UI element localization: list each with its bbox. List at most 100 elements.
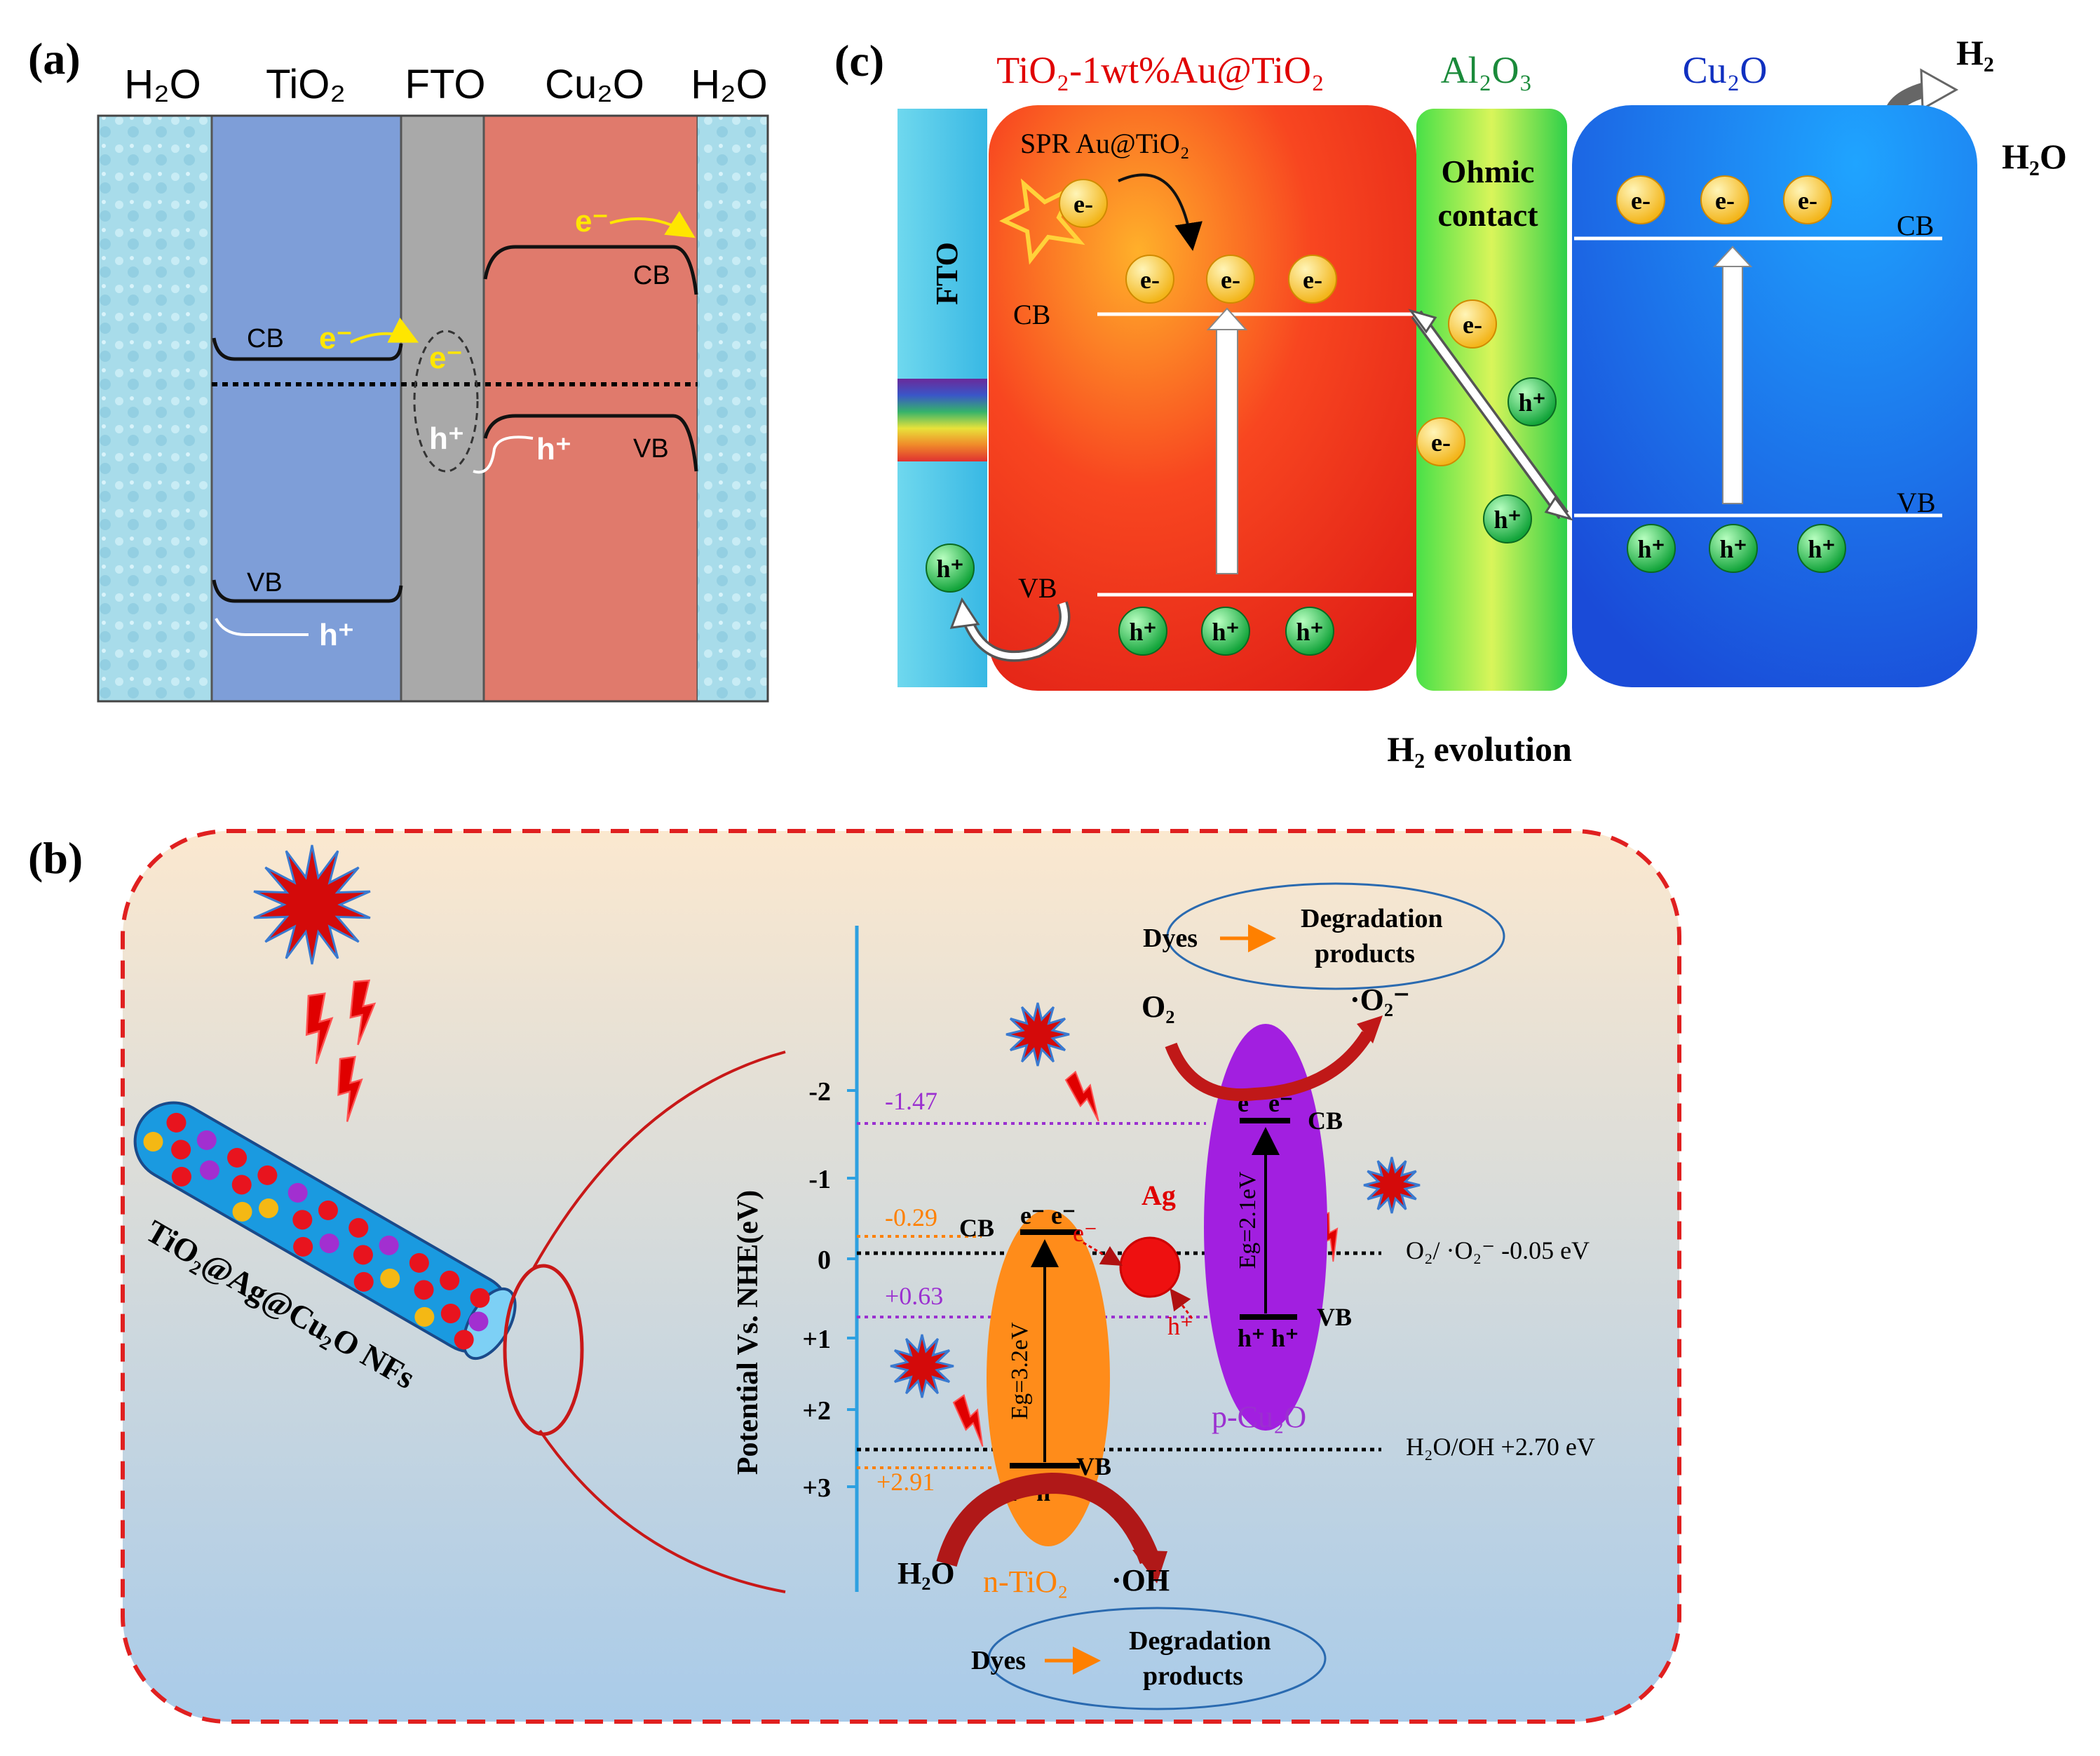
carrier-label: e- <box>1715 187 1735 215</box>
tio2-cb-level: -0.29 <box>885 1203 937 1231</box>
electron-ball: e- <box>1416 417 1465 466</box>
tio2-electrons: e⁻ e⁻ <box>1020 1201 1076 1229</box>
electron-arrow-tio2 <box>350 317 419 344</box>
y-tick-label: -2 <box>808 1077 831 1107</box>
ag-label: Ag <box>1142 1180 1176 1211</box>
nanofiber-particle <box>409 1252 429 1273</box>
carrier-label: h⁺ <box>1212 618 1239 646</box>
tio2-cb-label-b: CB <box>959 1214 994 1242</box>
carrier-label: h⁺ <box>1637 535 1665 563</box>
y-tick-label: +2 <box>802 1396 831 1426</box>
carrier-circle <box>1125 255 1174 304</box>
light-bolt <box>1064 1070 1099 1122</box>
nanofiber-particle <box>470 1288 490 1308</box>
carrier-label: e- <box>1221 266 1240 294</box>
tio2-block <box>210 114 402 703</box>
header-al2o3: Al₂O₃ <box>1441 49 1533 91</box>
carrier-label: h⁺ <box>1129 618 1156 646</box>
electron-fto: e⁻ <box>429 341 463 375</box>
hole-fto: h⁺ <box>429 421 464 456</box>
zoom-line-bottom <box>538 1429 786 1593</box>
o2-ref-label: O₂/ ·O₂⁻ -0.05 eV <box>1406 1236 1590 1264</box>
ag-hole: h⁺ <box>1167 1312 1193 1340</box>
panel-c-carriers: e-e-e-e-e-e-e-e-e-h⁺h⁺h⁺h⁺h⁺h⁺h⁺h⁺h⁺ <box>926 175 1846 656</box>
carrier-circle <box>1448 299 1497 349</box>
carrier-circle <box>1508 377 1557 426</box>
header-h2o-left: H₂O <box>124 62 201 107</box>
nanofiber-particle <box>287 1182 308 1203</box>
cu2o-gap: Eg=2.1eV <box>1235 1171 1261 1269</box>
nanofiber <box>133 1101 517 1360</box>
h2o-reactant: H₂O <box>2002 137 2067 176</box>
hole-ball: h⁺ <box>1483 494 1532 543</box>
carrier-label: h⁺ <box>1719 535 1747 563</box>
hole-path-tio2 <box>215 618 309 636</box>
tio2-cb-line <box>212 337 403 361</box>
y-tick-label: +3 <box>802 1473 831 1503</box>
nanofiber-particle <box>196 1130 217 1150</box>
al2o3-block <box>1416 109 1567 691</box>
nanofiber-particle <box>380 1268 400 1288</box>
cu2o-cb-label-b: CB <box>1308 1107 1343 1135</box>
header-fto: FTO <box>405 62 486 107</box>
zoom-line-top <box>531 1051 786 1270</box>
tio2-au-block <box>989 105 1416 691</box>
carrier-label: e- <box>1431 428 1451 457</box>
cu2o-vb-level: +0.63 <box>885 1282 943 1310</box>
header-tio2-au: TiO₂-1wt%Au@TiO₂ <box>996 49 1325 91</box>
tio2-vb-line <box>212 579 403 603</box>
y-axis-ticks: -2-10+1+2+3 <box>802 1077 857 1503</box>
ag-electron: e⁻ <box>1073 1219 1097 1247</box>
o2-label: O₂ <box>1142 990 1174 1024</box>
carrier-label: h⁺ <box>1296 618 1323 646</box>
light-starburst <box>1005 1002 1070 1067</box>
interface-arrowhead-vb <box>1544 496 1573 521</box>
tio2-au-excitation-arrowhead <box>1206 307 1248 330</box>
hole-ball: h⁺ <box>1508 377 1557 426</box>
light-starbursts <box>253 844 1421 1398</box>
electron-ball: e- <box>1783 175 1832 224</box>
cu2o-vb-label-b: VB <box>1317 1303 1352 1331</box>
nanofiber-particle <box>227 1147 248 1168</box>
tio2-vb-label-b: VB <box>1076 1452 1111 1480</box>
carrier-circle <box>1416 417 1465 466</box>
fto-block <box>400 114 485 703</box>
water-right <box>698 116 768 701</box>
tio2-ellipse <box>987 1210 1110 1546</box>
ohmic-label-2: contact <box>1437 197 1538 233</box>
cu2o-name: p-Cu₂O <box>1212 1400 1306 1434</box>
ag-nanoparticle <box>1119 1236 1181 1298</box>
light-bolts <box>305 979 1339 1447</box>
hole-path-cu2o <box>473 435 534 474</box>
degradation-bottom: Dyes Degradation products <box>971 1607 1327 1710</box>
degradation-bottom-1: Degradation <box>1129 1626 1271 1656</box>
carrier-circle <box>1201 607 1250 656</box>
nanofiber-particle <box>353 1271 374 1292</box>
tio2-name: n-TiO₂ <box>983 1565 1068 1599</box>
nanofiber-particle <box>414 1306 435 1327</box>
cu2o-holes: h⁺ h⁺ <box>1238 1324 1299 1352</box>
tio2-vb-label: VB <box>247 568 283 597</box>
panel-a-label: (a) <box>28 34 81 83</box>
dyes-bottom: Dyes <box>971 1646 1026 1675</box>
panel-c: (c) TiO₂-1wt%Au@TiO₂ Al₂O₃ Cu₂O H₂ H₂O F… <box>834 33 2067 769</box>
panel-c-label: (c) <box>834 36 884 86</box>
nanofiber-particle <box>166 1112 187 1133</box>
light-starburst <box>890 1334 954 1398</box>
tio2-au-excitation-arrow <box>1216 327 1238 574</box>
light-starburst <box>1363 1156 1421 1214</box>
interface-arrowhead-cb <box>1408 309 1437 334</box>
panel-a-frame <box>97 114 769 703</box>
y-tick-label: 0 <box>818 1245 831 1275</box>
hole-ball: h⁺ <box>1709 524 1758 573</box>
cu2o-cb-label: CB <box>633 261 670 290</box>
cu2o-vb-line <box>483 414 698 472</box>
nanofiber-particle <box>379 1235 399 1255</box>
nanofiber-particle <box>257 1165 278 1185</box>
cu2o-c-vb-label: VB <box>1897 487 1936 518</box>
carrier-circle <box>1059 179 1108 228</box>
electron-ball: e- <box>1206 255 1255 304</box>
tio2-au-cb-label: CB <box>1013 299 1050 330</box>
carrier-label: e- <box>1798 187 1817 215</box>
